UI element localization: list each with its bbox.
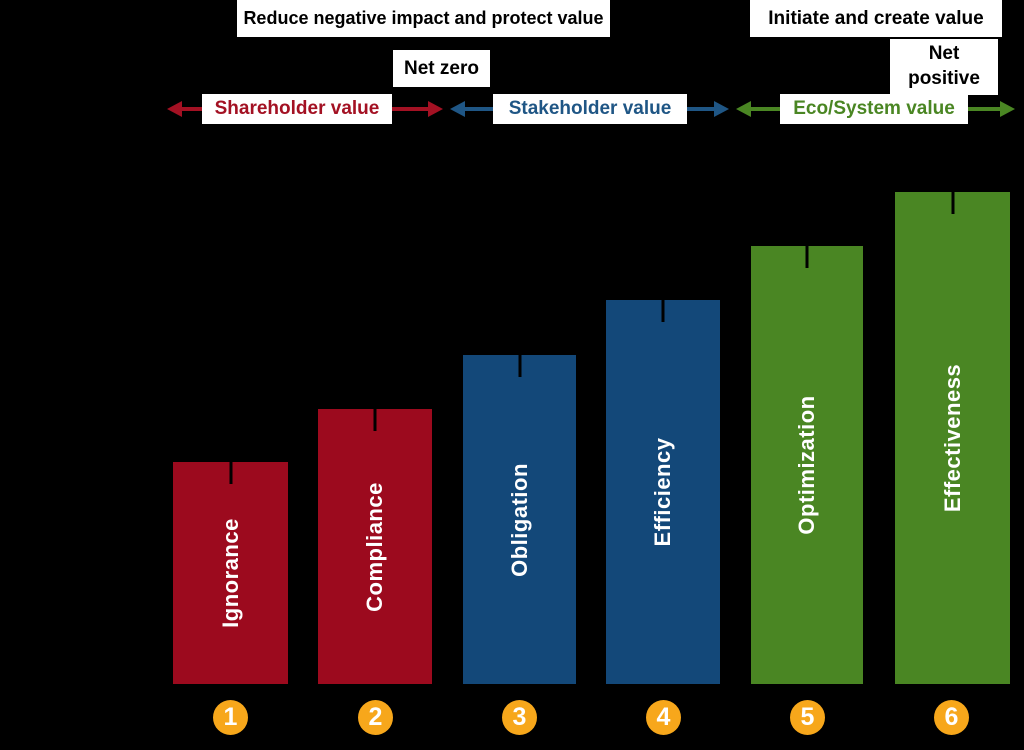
bar-label-obligation: Obligation	[506, 462, 532, 577]
bar-top-tick	[661, 300, 665, 322]
banner-initiate-value: Initiate and create value	[750, 0, 1002, 37]
shareholder-value-label: Shareholder value	[202, 94, 392, 124]
ecosystem-value-label: Eco/System value	[780, 94, 968, 124]
bar-label-optimization: Optimization	[794, 395, 819, 535]
bar-label-effectiveness: Effectiveness	[939, 363, 965, 513]
bar-top-tick	[518, 355, 521, 377]
bar-label-ignorance: Ignorance	[217, 518, 243, 628]
ecosystem-arrow-line-right	[968, 107, 1001, 111]
step-circle-1: 1	[213, 700, 248, 735]
stakeholder-arrow-left-icon	[450, 101, 465, 117]
shareholder-arrow-left-icon	[167, 101, 182, 117]
bar-top-tick	[373, 409, 377, 431]
stakeholder-arrow-right-icon	[714, 101, 729, 117]
net-zero-box: Net zero	[393, 50, 490, 87]
ecosystem-arrow-right-icon	[1000, 101, 1015, 117]
shareholder-arrow-line-right	[392, 107, 428, 111]
bar-compliance: Compliance	[318, 409, 432, 684]
step-circle-4: 4	[646, 700, 681, 735]
step-circle-3: 3	[502, 700, 537, 735]
bar-label-compliance: Compliance	[362, 481, 387, 612]
step-circle-6: 6	[934, 700, 969, 735]
bar-obligation: Obligation	[463, 355, 576, 684]
stakeholder-arrow-line-right	[687, 107, 715, 111]
net-positive-box: Net positive	[890, 39, 998, 95]
bar-top-tick	[229, 462, 232, 484]
stakeholder-arrow-line-left	[464, 107, 493, 111]
shareholder-arrow-line-left	[181, 107, 202, 111]
bar-label-efficiency: Efficiency	[650, 437, 675, 547]
step-circle-2: 2	[358, 700, 393, 735]
bar-optimization: Optimization	[751, 246, 863, 684]
shareholder-arrow-right-icon	[428, 101, 443, 117]
banner-reduce-impact: Reduce negative impact and protect value	[237, 0, 610, 37]
bar-efficiency: Efficiency	[606, 300, 720, 684]
ecosystem-arrow-line-left	[750, 107, 780, 111]
bar-top-tick	[951, 192, 954, 214]
stakeholder-value-label: Stakeholder value	[493, 94, 687, 124]
bar-effectiveness: Effectiveness	[895, 192, 1010, 684]
step-circle-5: 5	[790, 700, 825, 735]
ecosystem-arrow-left-icon	[736, 101, 751, 117]
bar-top-tick	[805, 246, 809, 268]
bar-ignorance: Ignorance	[173, 462, 288, 684]
